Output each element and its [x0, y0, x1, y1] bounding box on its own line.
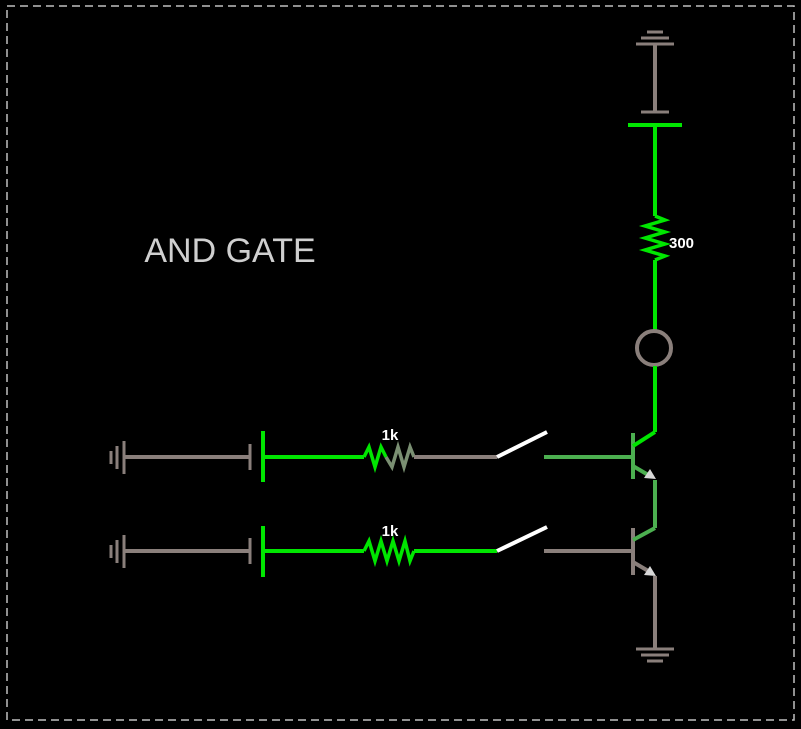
- transistor-a-npn-icon[interactable]: [631, 430, 657, 479]
- transistor-b-npn-icon[interactable]: [631, 526, 656, 576]
- circuit-title: AND GATE: [144, 232, 315, 270]
- input-a-resistor-icon[interactable]: [362, 440, 416, 474]
- input-a-ground-icon[interactable]: [109, 441, 126, 474]
- input-b-resistor-icon[interactable]: [362, 534, 416, 568]
- top-battery-icon[interactable]: [628, 110, 682, 127]
- load-resistor-icon[interactable]: [638, 214, 672, 262]
- bottom-ground-icon[interactable]: [636, 647, 674, 663]
- lamp-icon[interactable]: [635, 329, 673, 367]
- top-ground-icon[interactable]: [636, 30, 674, 46]
- input-a-switch-icon[interactable]: [496, 430, 548, 459]
- input-a-battery-icon[interactable]: [248, 431, 265, 482]
- input-b-switch-icon[interactable]: [496, 525, 548, 553]
- load-resistor-label: 300: [669, 235, 694, 252]
- canvas-border: [6, 5, 795, 721]
- input-b-ground-icon[interactable]: [109, 535, 126, 568]
- input-a-resistor-label: 1k: [382, 427, 399, 444]
- input-b-resistor-label: 1k: [382, 523, 399, 540]
- input-b-battery-icon[interactable]: [248, 526, 265, 577]
